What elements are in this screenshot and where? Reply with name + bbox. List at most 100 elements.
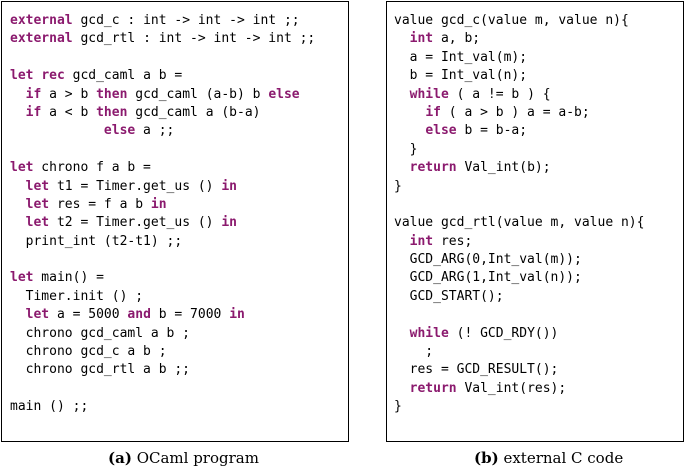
code-line: } bbox=[394, 398, 644, 416]
code-line: GCD_ARG(0,Int_val(m)); bbox=[394, 251, 644, 269]
code-line: int a, b; bbox=[394, 30, 644, 48]
code-text: b = b-a; bbox=[456, 123, 528, 139]
code-text bbox=[394, 31, 410, 46]
code-line: } bbox=[394, 141, 644, 159]
code-keyword: external bbox=[10, 31, 73, 47]
code-text: print_int (t2-t1) ;; bbox=[10, 233, 183, 249]
code-text: gcd_c : int -> int -> int ;; bbox=[72, 13, 300, 28]
code-line: return Val_int(b); bbox=[394, 159, 644, 177]
code-text: Timer.init () ; bbox=[10, 288, 144, 304]
code-text: chrono f a b = bbox=[33, 160, 151, 176]
code-text: gcd_caml a (b-a) bbox=[127, 104, 261, 120]
code-keyword: then bbox=[96, 104, 128, 120]
code-text bbox=[394, 105, 425, 120]
code-line: main () ;; bbox=[10, 398, 315, 416]
code-line: while ( a != b ) { bbox=[394, 86, 644, 104]
code-line: ​ bbox=[394, 306, 644, 324]
code-text: res; bbox=[433, 233, 473, 249]
code-keyword: else bbox=[425, 123, 457, 139]
code-text bbox=[394, 123, 425, 138]
code-line: ​ bbox=[394, 196, 644, 214]
code-line: Timer.init () ; bbox=[10, 288, 315, 306]
code-line: b = Int_val(n); bbox=[394, 67, 644, 85]
code-line: if a > b then gcd_caml (a-b) b else bbox=[10, 86, 315, 104]
code-keyword: in bbox=[150, 196, 167, 212]
code-line: } bbox=[394, 178, 644, 196]
code-text: a = Int_val(m); bbox=[394, 49, 528, 65]
code-line: ​ bbox=[10, 251, 315, 269]
code-text: chrono gcd_caml a b ; bbox=[10, 325, 191, 341]
code-text: gcd_caml (a-b) b bbox=[127, 86, 269, 102]
code-text: t2 = Timer.get_us () bbox=[49, 215, 222, 231]
code-keyword: if bbox=[25, 86, 42, 102]
code-text: value gcd_rtl(value m, value n){ bbox=[394, 215, 645, 231]
code-line: let main() = bbox=[10, 269, 315, 287]
code-text bbox=[10, 105, 26, 120]
code-text: Val_int(b); bbox=[456, 160, 551, 176]
code-line: while (! GCD_RDY()) bbox=[394, 325, 644, 343]
code-line: ; bbox=[394, 343, 644, 361]
code-text: b = Int_val(n); bbox=[394, 68, 528, 84]
code-keyword: in bbox=[221, 178, 237, 194]
code-line: ​ bbox=[10, 380, 315, 398]
code-keyword: let bbox=[25, 196, 50, 212]
code-text: main () ;; bbox=[10, 399, 89, 415]
code-keyword: else bbox=[268, 86, 300, 102]
code-line: ​ bbox=[10, 49, 315, 67]
code-text: a < b bbox=[41, 104, 97, 120]
code-text bbox=[10, 87, 26, 102]
code-keyword: let bbox=[25, 307, 50, 323]
code-line: external gcd_c : int -> int -> int ;; bbox=[10, 12, 315, 30]
code-text: a, b; bbox=[433, 31, 481, 47]
code-text: (! GCD_RDY()) bbox=[448, 325, 559, 341]
code-line: let chrono f a b = bbox=[10, 159, 315, 177]
code-line: value gcd_rtl(value m, value n){ bbox=[394, 214, 644, 232]
code-text: } bbox=[394, 141, 418, 157]
code-keyword: in bbox=[229, 307, 245, 323]
code-line: print_int (t2-t1) ;; bbox=[10, 233, 315, 251]
code-text bbox=[394, 87, 410, 102]
code-text: a > b bbox=[41, 86, 97, 102]
code-line: ​ bbox=[10, 141, 315, 159]
code-text: a ;; bbox=[135, 123, 175, 139]
code-keyword: rec bbox=[41, 68, 65, 84]
code-line: return Val_int(res); bbox=[394, 380, 644, 398]
code-line: if ( a > b ) a = a-b; bbox=[394, 104, 644, 122]
code-text: main() = bbox=[33, 270, 104, 286]
code-line: else b = b-a; bbox=[394, 122, 644, 140]
code-text bbox=[10, 307, 26, 322]
caption-b-label: (b) bbox=[474, 449, 499, 467]
code-keyword: while bbox=[409, 325, 449, 341]
code-text: res = GCD_RESULT(); bbox=[394, 362, 559, 378]
code-keyword: external bbox=[10, 13, 73, 28]
ocaml-code-block: external gcd_c : int -> int -> int ;;ext… bbox=[10, 12, 315, 417]
code-keyword: in bbox=[221, 215, 237, 231]
code-line: external gcd_rtl : int -> int -> int ;; bbox=[10, 30, 315, 48]
code-text bbox=[394, 381, 410, 396]
code-keyword: let bbox=[10, 160, 34, 176]
code-text: a = 5000 bbox=[49, 307, 128, 323]
code-text: GCD_ARG(0,Int_val(m)); bbox=[394, 252, 582, 268]
code-text bbox=[394, 160, 410, 175]
code-text bbox=[10, 179, 26, 194]
code-line: GCD_START(); bbox=[394, 288, 644, 306]
code-line: chrono gcd_c a b ; bbox=[10, 343, 315, 361]
code-text: } bbox=[394, 399, 402, 415]
code-text: chrono gcd_rtl a b ;; bbox=[10, 362, 191, 378]
code-text: ; bbox=[394, 344, 434, 360]
code-text: GCD_START(); bbox=[394, 288, 504, 304]
ocaml-program-panel: external gcd_c : int -> int -> int ;;ext… bbox=[1, 1, 349, 442]
code-line: value gcd_c(value m, value n){ bbox=[394, 12, 644, 30]
code-line: let rec gcd_caml a b = bbox=[10, 67, 315, 85]
code-line: let t2 = Timer.get_us () in bbox=[10, 214, 315, 232]
code-text: gcd_rtl : int -> int -> int ;; bbox=[72, 31, 316, 47]
code-text: t1 = Timer.get_us () bbox=[49, 178, 222, 194]
caption-b: (b) external C code bbox=[474, 449, 623, 467]
code-text bbox=[10, 215, 26, 230]
code-keyword: else bbox=[103, 123, 136, 139]
code-text: } bbox=[394, 178, 402, 194]
code-keyword: let bbox=[25, 215, 50, 231]
code-text: res = f a b bbox=[49, 196, 151, 212]
code-keyword: let bbox=[10, 68, 34, 84]
code-keyword: return bbox=[409, 380, 457, 396]
